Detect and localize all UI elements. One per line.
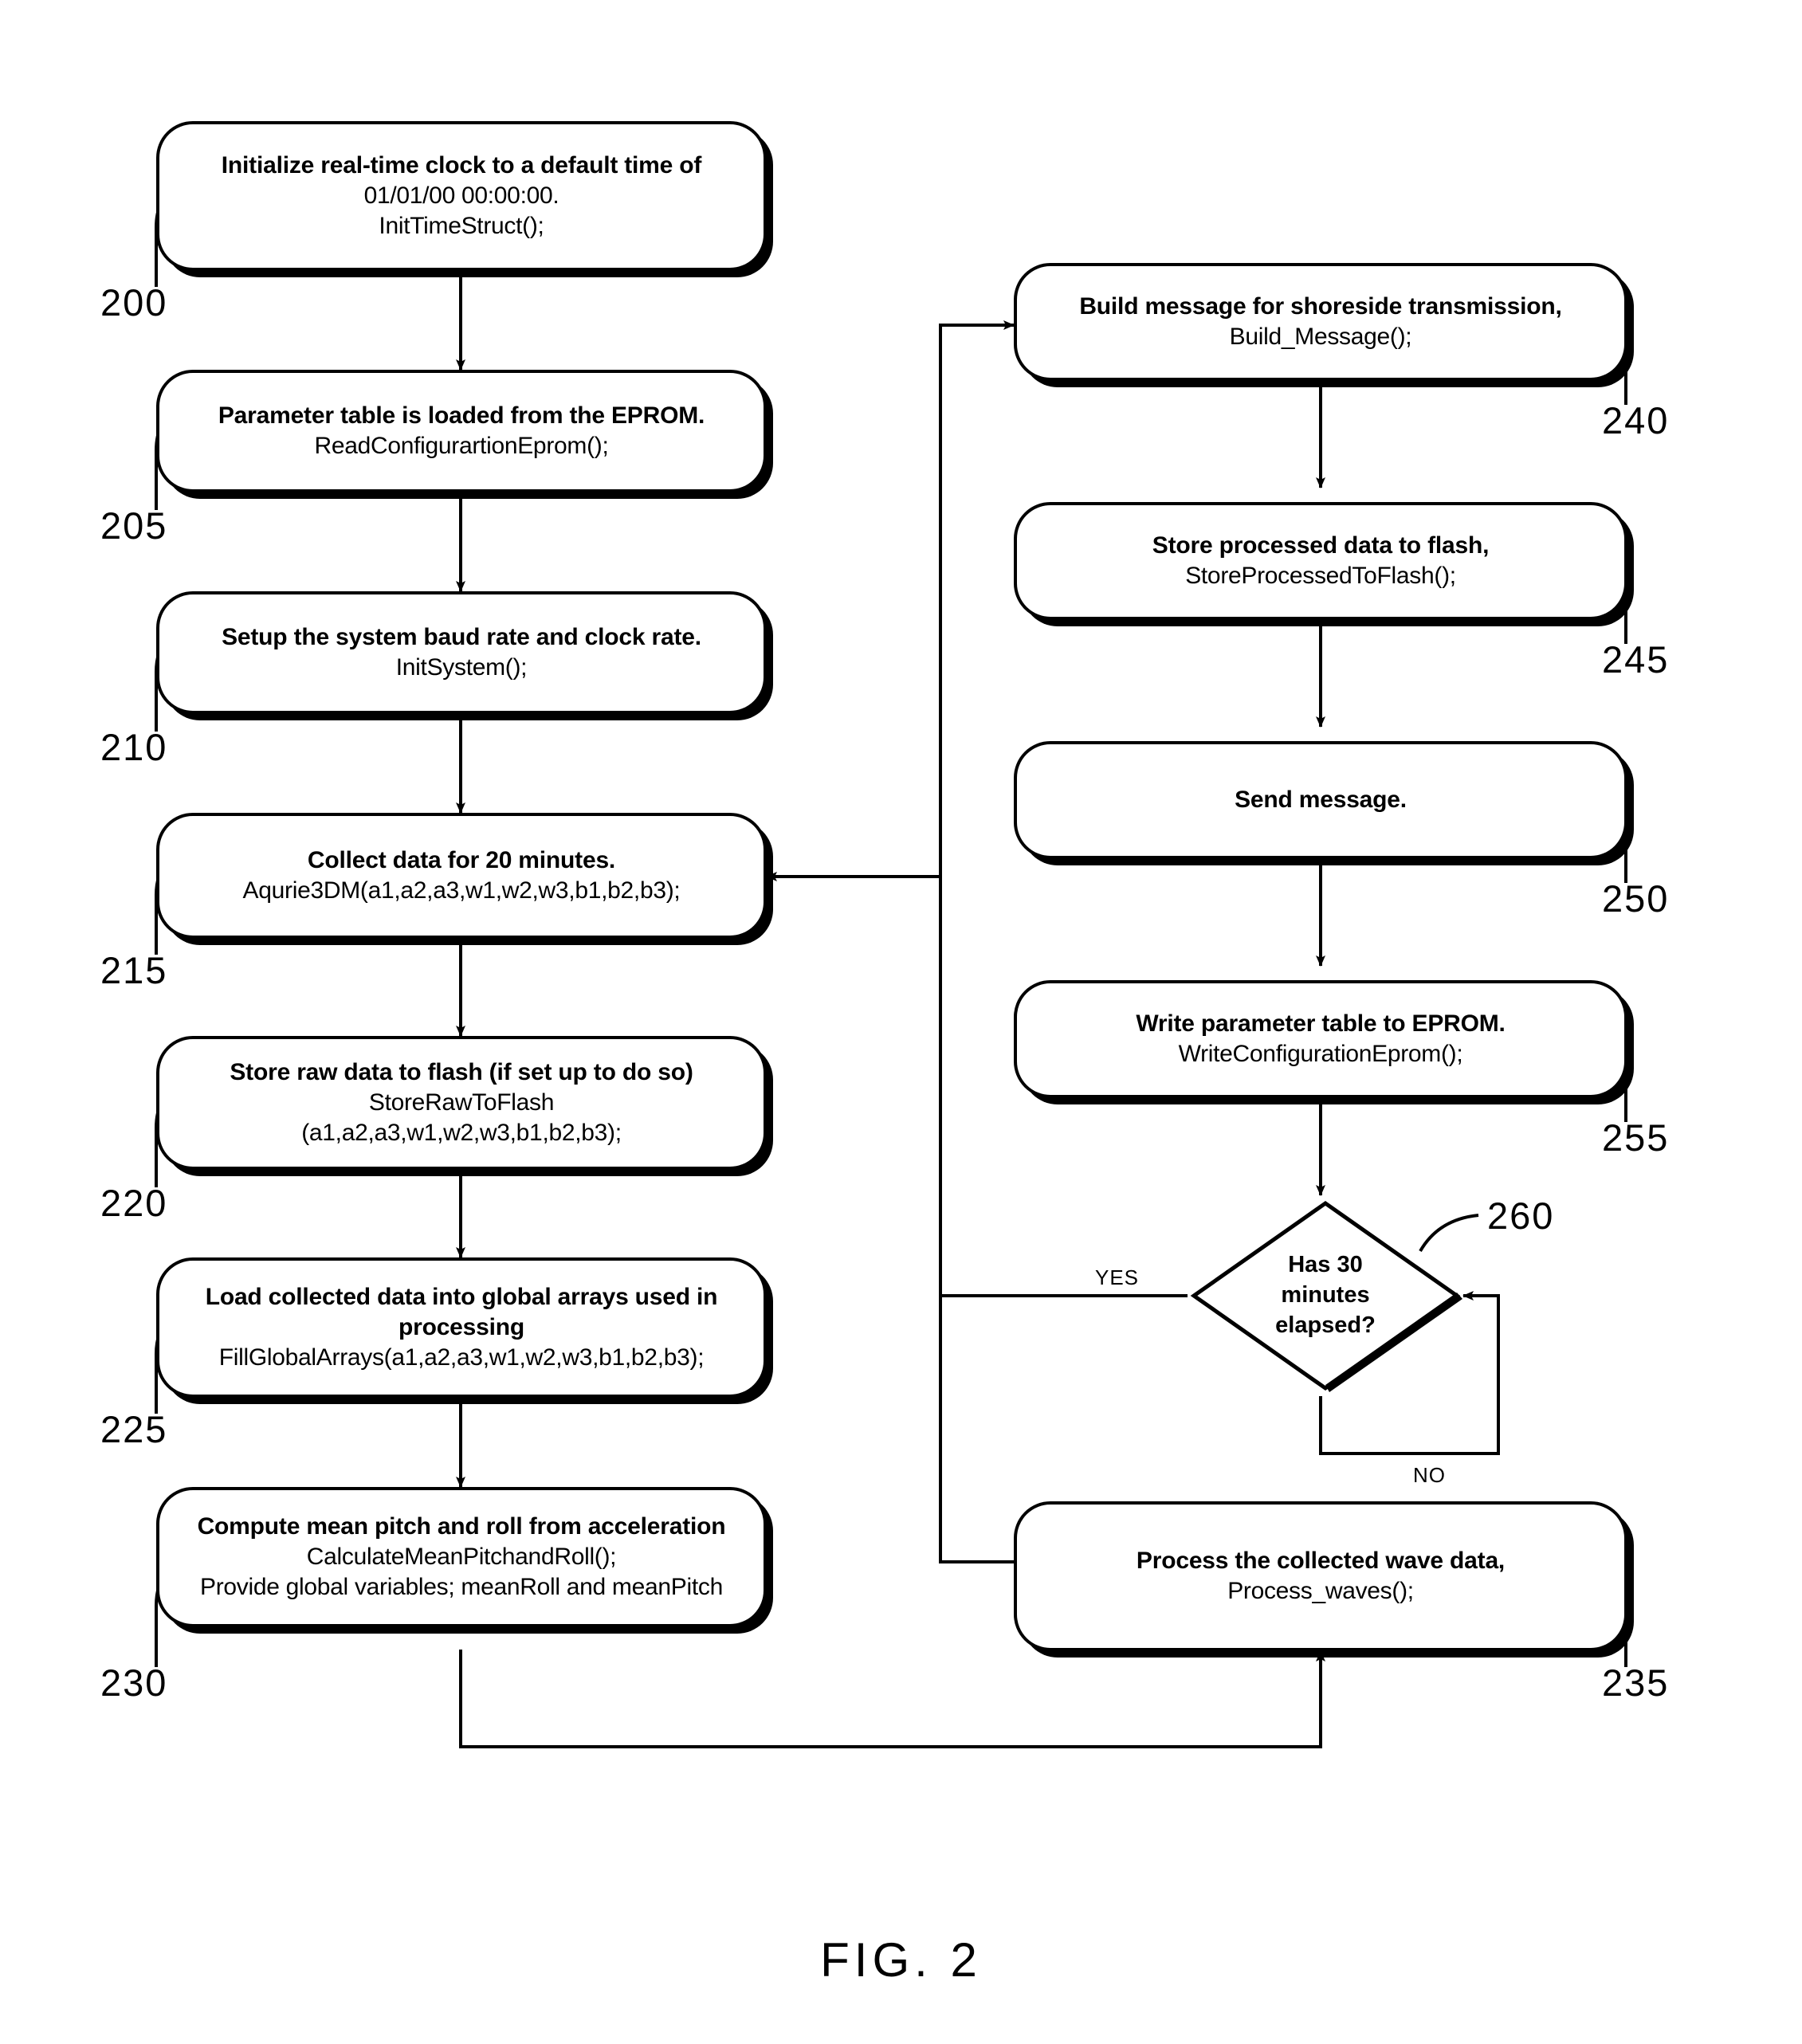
node-line: Load collected data into global arrays u… — [205, 1284, 718, 1311]
edge-label-yes: YES — [1095, 1265, 1140, 1289]
node-line: processing — [398, 1314, 525, 1341]
diamond-shape — [1190, 1200, 1462, 1392]
reference-numeral-225: 225 — [100, 1408, 168, 1450]
reference-numeral-205: 205 — [100, 504, 168, 547]
decision-has-30-minutes-elapsed[interactable]: Has 30 minutes elapsed? — [1188, 1195, 1463, 1396]
node-line: CalculateMeanPitchandRoll(); — [306, 1544, 617, 1571]
flow-node-store-processed-data[interactable]: Store processed data to flash, StoreProc… — [1014, 502, 1627, 620]
flow-node-write-parameter-table[interactable]: Write parameter table to EPROM. WriteCon… — [1014, 980, 1627, 1098]
reference-numeral-240: 240 — [1602, 399, 1670, 441]
flow-node-build-message[interactable]: Build message for shoreside transmission… — [1014, 263, 1627, 381]
node-line: StoreRawToFlash — [368, 1089, 555, 1116]
flow-node-send-message[interactable]: Send message. — [1014, 741, 1627, 859]
node-line: Write parameter table to EPROM. — [1136, 1010, 1506, 1038]
reference-numeral-210: 210 — [100, 726, 168, 768]
reference-numeral-200: 200 — [100, 281, 168, 324]
process-waves-to-build-message-edge — [939, 320, 1015, 1563]
node-line: Initialize real-time clock to a default … — [221, 152, 702, 179]
flow-node-init-clock[interactable]: Initialize real-time clock to a default … — [156, 121, 767, 271]
reference-numeral-215: 215 — [100, 949, 168, 991]
reference-numeral-230: 230 — [100, 1661, 168, 1704]
node-line: Collect data for 20 minutes. — [307, 847, 616, 874]
node-line: Process_waves(); — [1227, 1578, 1414, 1604]
node-line: StoreProcessedToFlash(); — [1185, 563, 1456, 589]
reference-numeral-250: 250 — [1602, 877, 1670, 920]
no-branch-loop-edge — [1319, 1291, 1500, 1455]
flow-node-compute-pitch-roll[interactable]: Compute mean pitch and roll from acceler… — [156, 1487, 767, 1627]
node-line: Setup the system baud rate and clock rat… — [222, 624, 701, 651]
node-line: (a1,a2,a3,w1,w2,w3,b1,b2,b3); — [301, 1119, 622, 1146]
flow-node-setup-baud-clock[interactable]: Setup the system baud rate and clock rat… — [156, 591, 767, 714]
node-line: Build message for shoreside transmission… — [1079, 293, 1562, 320]
edge-label-no: NO — [1413, 1463, 1446, 1487]
node-line: Build_Message(); — [1229, 324, 1412, 350]
reference-numeral-255: 255 — [1602, 1116, 1670, 1159]
node-line: FillGlobalArrays(a1,a2,a3,w1,w2,w3,b1,b2… — [218, 1344, 705, 1371]
compute-to-process-waves-edge — [459, 1650, 1325, 1748]
node-line: InitTimeStruct(); — [379, 212, 544, 239]
reference-numeral-245: 245 — [1602, 638, 1670, 681]
node-line: WriteConfigurationEprom(); — [1178, 1041, 1463, 1067]
flow-node-process-waves[interactable]: Process the collected wave data, Process… — [1014, 1501, 1627, 1651]
decision-line: minutes — [1281, 1282, 1370, 1308]
node-line: Store processed data to flash, — [1152, 532, 1490, 559]
node-line: Send message. — [1235, 787, 1407, 814]
flow-node-store-raw-data[interactable]: Store raw data to flash (if set up to do… — [156, 1036, 767, 1170]
node-line: Process the collected wave data, — [1136, 1548, 1506, 1575]
decision-label: Has 30 minutes elapsed? — [1188, 1195, 1463, 1396]
reference-numeral-220: 220 — [100, 1182, 168, 1224]
node-line: Parameter table is loaded from the EPROM… — [218, 402, 705, 430]
flow-node-load-parameter-table[interactable]: Parameter table is loaded from the EPROM… — [156, 370, 767, 492]
node-line: Provide global variables; meanRoll and m… — [200, 1573, 723, 1600]
yes-branch-to-collect-data-edge — [766, 872, 1188, 1297]
node-line: InitSystem(); — [395, 654, 528, 681]
node-line: Store raw data to flash (if set up to do… — [230, 1059, 693, 1086]
node-line: Aqurie3DM(a1,a2,a3,w1,w2,w3,b1,b2,b3); — [242, 877, 681, 904]
node-line: Compute mean pitch and roll from acceler… — [197, 1513, 726, 1540]
node-line: 01/01/00 00:00:00. — [363, 182, 559, 210]
flow-node-load-global-arrays[interactable]: Load collected data into global arrays u… — [156, 1257, 767, 1398]
flow-node-collect-data[interactable]: Collect data for 20 minutes. Aqurie3DM(a… — [156, 813, 767, 939]
figure-caption: FIG. 2 — [820, 1933, 982, 1987]
reference-numeral-235: 235 — [1602, 1661, 1670, 1704]
decision-line: elapsed? — [1275, 1312, 1376, 1338]
decision-line: Has 30 — [1288, 1252, 1363, 1278]
reference-numeral-260: 260 — [1487, 1195, 1555, 1237]
node-line: ReadConfigurartionEprom(); — [314, 433, 609, 459]
